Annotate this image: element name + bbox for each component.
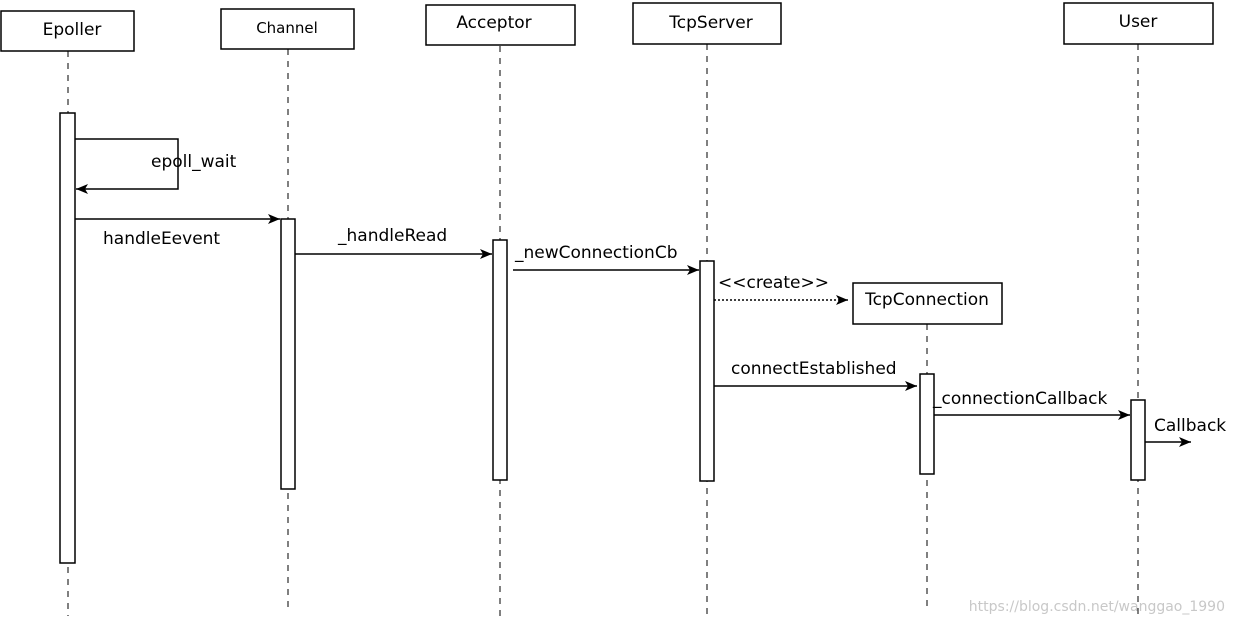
activation-acceptor [492, 239, 508, 481]
activation-tcpserver [699, 260, 715, 482]
message-connection-callback-label: _connectionCallback [932, 389, 1107, 409]
message-handle-event: handleEevent [75, 214, 280, 249]
participant-tcpserver-label: TcpServer [668, 13, 752, 33]
message-callback-label: Callback [1154, 416, 1226, 436]
message-connection-callback: _connectionCallback [932, 389, 1130, 420]
message-create: <<create>> [714, 273, 848, 305]
message-new-connection-cb: _newConnectionCb [513, 243, 699, 275]
message-create-label: <<create>> [718, 273, 829, 293]
participant-tcpconnection: TcpConnection [852, 282, 1003, 325]
participant-channel-label: Channel [256, 19, 318, 37]
message-connect-established-label: connectEstablished [731, 359, 897, 379]
message-epoll-wait-label: epoll_wait [151, 152, 237, 172]
participant-channel: Channel [220, 8, 355, 50]
participant-tcpserver: TcpServer [632, 2, 782, 45]
participant-acceptor: Acceptor [425, 4, 576, 46]
activation-user [1130, 399, 1146, 481]
participant-user: User [1063, 2, 1214, 45]
participant-epoller-label: Epoller [43, 20, 102, 40]
participant-acceptor-label: Acceptor [456, 13, 531, 33]
message-handle-event-label: handleEevent [103, 229, 220, 249]
participant-tcpconnection-label: TcpConnection [864, 290, 989, 310]
activation-epoller [59, 112, 76, 564]
message-new-connection-cb-label: _newConnectionCb [514, 243, 678, 263]
message-handle-read: _handleRead [295, 226, 492, 259]
activation-tcpconnection [919, 373, 935, 475]
message-callback: Callback [1145, 416, 1226, 447]
watermark-text: https://blog.csdn.net/wanggao_1990 [969, 599, 1225, 615]
message-handle-read-label: _handleRead [337, 226, 447, 246]
activation-channel [280, 218, 296, 490]
message-connect-established: connectEstablished [714, 359, 917, 391]
message-epoll-wait: epoll_wait [75, 138, 237, 194]
participant-epoller: Epoller [0, 10, 135, 52]
participant-user-label: User [1119, 12, 1158, 32]
